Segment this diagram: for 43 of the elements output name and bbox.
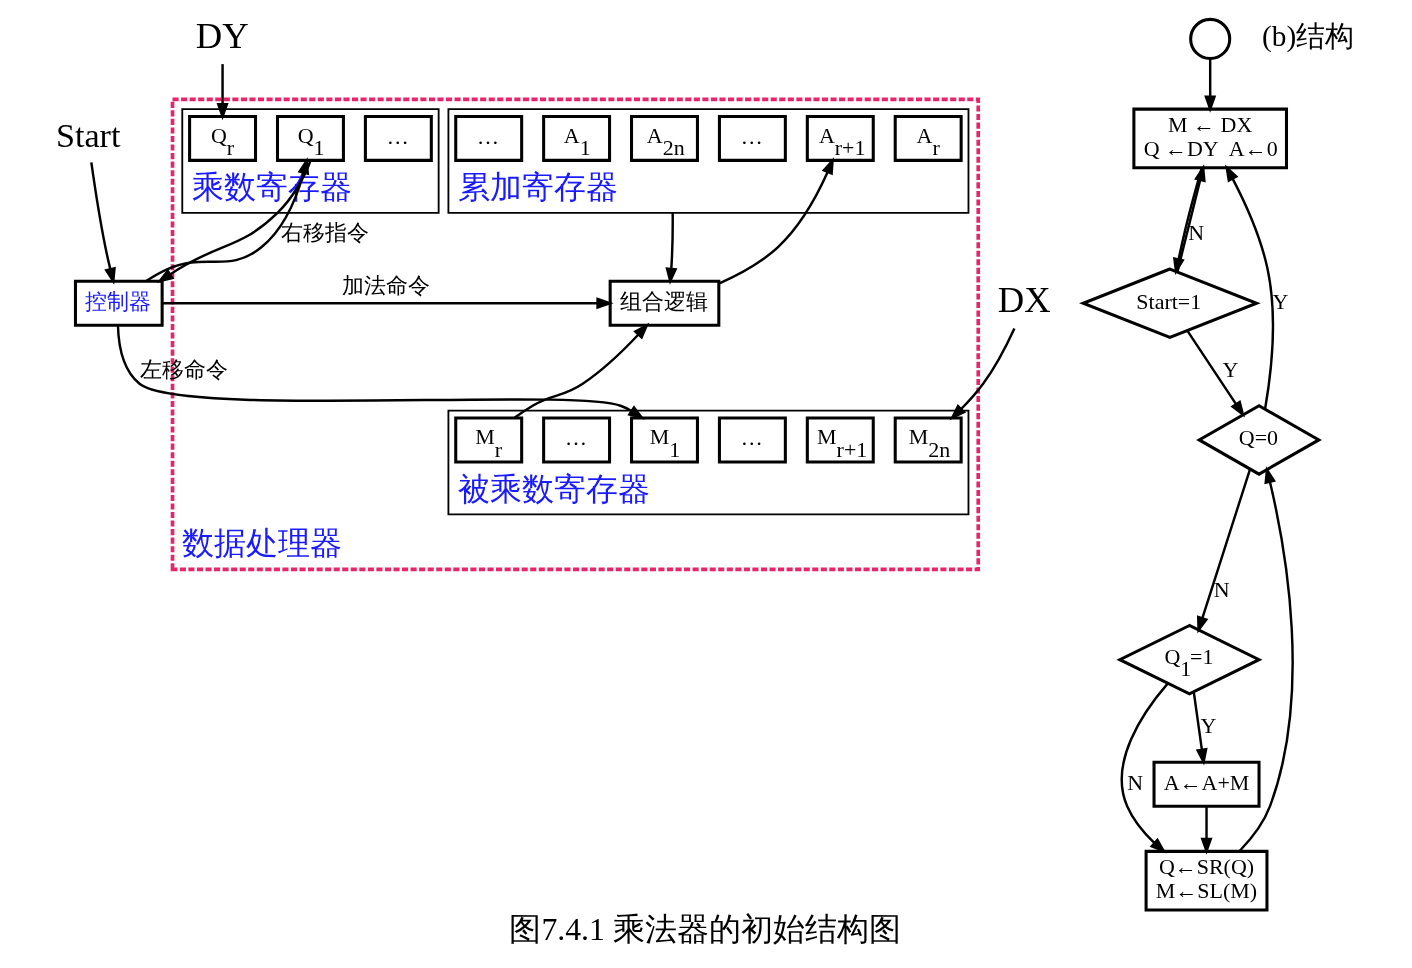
arrow [1196, 468, 1252, 633]
arrow [665, 212, 678, 285]
arrow [718, 156, 834, 284]
edge-label: 加法命令 [341, 272, 430, 298]
arrow [116, 324, 645, 420]
node-box: M ← DX Q ←DY A←0 [1132, 107, 1288, 169]
node-box: Q←SR(Q) M←SL(M) [1144, 849, 1269, 911]
arrow [162, 296, 614, 309]
arrow [1238, 465, 1294, 852]
node-box: 组合逻辑 [608, 279, 721, 327]
edge-label: N [1188, 219, 1205, 245]
arrow [1204, 58, 1217, 113]
arrow [216, 63, 229, 120]
edge-label: Y [1222, 356, 1239, 382]
node-diamond: Start=1 [1079, 266, 1261, 339]
edge-label: 右移指令 [281, 219, 370, 245]
node-box: 控制器 [73, 279, 164, 327]
arrow [513, 322, 650, 419]
arrow [1200, 805, 1213, 855]
arrow [1120, 682, 1169, 854]
edge-label: N [1213, 576, 1230, 602]
node-box: … [717, 415, 787, 463]
arrow [1186, 329, 1245, 417]
node-box: … [454, 114, 524, 162]
node-text: DX [997, 278, 1051, 320]
node-text: Start [55, 116, 121, 154]
node-box: A←A+M [1152, 760, 1261, 808]
arrow [949, 327, 1016, 420]
caption: 图7.4.1 乘法器的初始结构图 [509, 911, 901, 947]
node-circle [1189, 17, 1232, 60]
node-text: DY [195, 14, 249, 56]
edge-label: N [1127, 769, 1144, 795]
node-box: … [363, 114, 433, 162]
arrow [1225, 164, 1274, 409]
node-diamond: Q=0 [1196, 403, 1322, 476]
edge-label: 左移命令 [139, 356, 228, 382]
node-box: … [717, 114, 787, 162]
arrow [90, 161, 116, 285]
node-box: … [542, 415, 612, 463]
edge-label: Y [1272, 288, 1289, 314]
arrow [1192, 691, 1208, 766]
label: (b)结构 [1262, 19, 1355, 52]
edge-label: Y [1200, 712, 1217, 738]
